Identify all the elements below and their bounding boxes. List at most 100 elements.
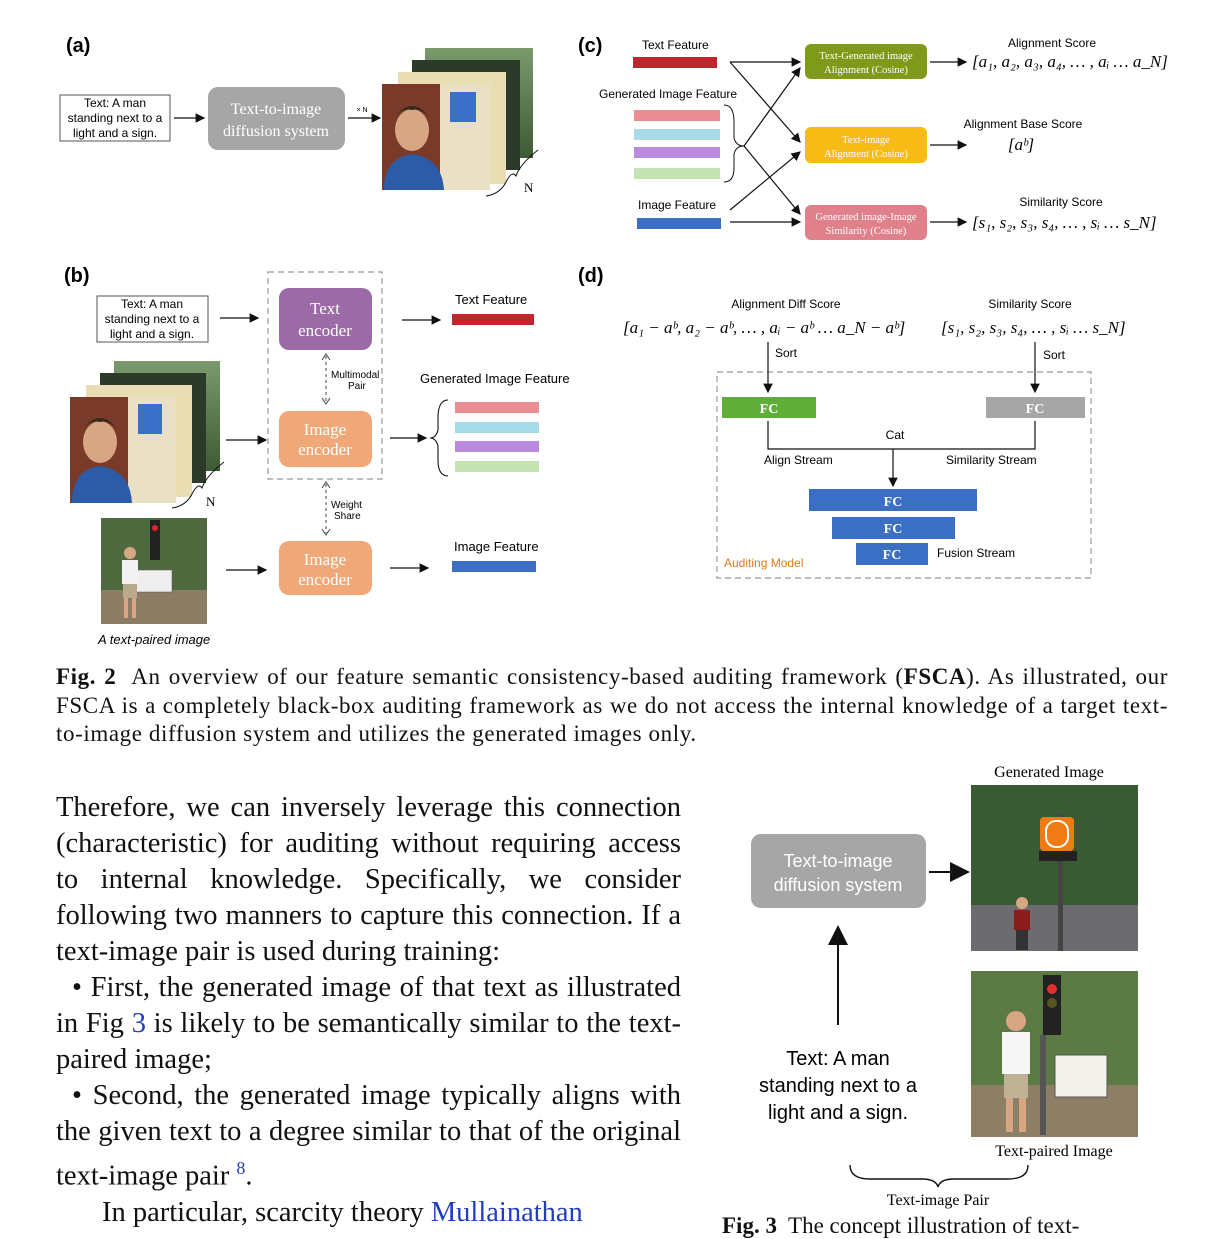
- image-encoder-top-line2: encoder: [298, 440, 352, 459]
- bullet-1-text-a: • First, the generated image of that tex…: [56, 972, 681, 1039]
- fig3-generated-image-label: Generated Image: [994, 764, 1104, 781]
- fig2-caption-text-2: ). As illustrated, our FSCA is a complet…: [56, 664, 1168, 746]
- fig3-ref-link[interactable]: 3: [131, 1008, 146, 1039]
- d-sim-formula: [s₁, s₂, s₃, s₄, … , sᵢ … s_N]: [941, 318, 1126, 337]
- panel-a-system-line1: Text-to-image: [231, 101, 321, 118]
- figure-3: Generated Image Text-to-image diffusion …: [751, 764, 1138, 1209]
- fc-fusion-1-label: FC: [884, 495, 903, 510]
- panel-b-paired-image: [101, 518, 207, 624]
- panel-a-text-line2: standing next to a: [68, 111, 163, 125]
- fig3-text-line3: light and a sign.: [768, 1102, 908, 1124]
- fig3-pair-label: Text-image Pair: [887, 1192, 990, 1209]
- d-sim-title: Similarity Score: [988, 297, 1072, 311]
- figure-2: (a) Text: A man standing next to a light…: [59, 35, 1168, 647]
- fc-fusion-2-label: FC: [884, 522, 903, 537]
- panel-a-text-line1: Text: A man: [84, 96, 146, 110]
- panel-b-text-line3: light and a sign.: [110, 327, 194, 341]
- c-image-feature-label: Image Feature: [638, 198, 716, 212]
- d-fusion-stream: Fusion Stream: [937, 546, 1015, 560]
- b-text-feature-bar: [452, 314, 534, 325]
- bullet-1: • First, the generated image of that tex…: [56, 970, 681, 1078]
- c-generated-image-feature-label: Generated Image Feature: [599, 87, 737, 101]
- fig2-caption-text-1: An overview of our feature semantic cons…: [131, 664, 904, 689]
- c-score3-title: Similarity Score: [1019, 195, 1103, 209]
- panel-b-text-line2: standing next to a: [105, 312, 200, 326]
- fc-fusion-2: [832, 517, 955, 539]
- weight-share-line1: Weight: [331, 500, 362, 511]
- c-box-text-image-alignment: [805, 127, 927, 163]
- panel-d-label: (d): [578, 265, 604, 287]
- d-cat-label: Cat: [886, 428, 905, 442]
- panel-a-text-line3: light and a sign.: [73, 126, 157, 140]
- b-image-feature-bar: [452, 561, 536, 572]
- citation-8-link[interactable]: 8: [236, 1158, 246, 1178]
- fig3-system-box: [751, 834, 926, 908]
- fig2-caption-label: Fig. 2: [56, 664, 117, 689]
- d-diff-title: Alignment Diff Score: [731, 297, 840, 311]
- c-box-image-similarity: [805, 205, 927, 240]
- c-box2-line1: Text-image: [842, 135, 890, 146]
- c-text-feature-label: Text Feature: [642, 38, 709, 52]
- c-score2-formula: [aᵇ]: [1008, 135, 1034, 154]
- fig3-generated-image: [971, 785, 1138, 951]
- bullet-1-text-b: is likely to be semantically similar to …: [56, 1008, 682, 1075]
- paired-image-caption: A text-paired image: [97, 632, 210, 647]
- body-text-column: Therefore, we can inversely leverage thi…: [56, 790, 681, 1231]
- figure-3-caption: Fig. 3 The concept illustration of text-: [722, 1213, 1192, 1239]
- d-auditing-model-label: Auditing Model: [724, 556, 803, 570]
- b-text-feature-label: Text Feature: [455, 292, 527, 307]
- panel-b-n-label: N: [206, 494, 216, 509]
- multimodal-pair-line2: Pair: [348, 381, 366, 392]
- panel-a-n-label: N: [524, 180, 534, 195]
- fig3-system-line1: Text-to-image: [783, 851, 892, 871]
- paragraph-1: Therefore, we can inversely leverage thi…: [56, 792, 681, 967]
- panel-a-generated-images: [382, 48, 533, 190]
- bullet-2: • Second, the generated image typically …: [56, 1078, 681, 1195]
- panel-a-system-box: [208, 87, 345, 150]
- text-encoder-line2: encoder: [298, 321, 352, 340]
- panel-b-text-box: [96, 295, 209, 343]
- fig3-paired-image-label: Text-paired Image: [995, 1143, 1112, 1160]
- b-image-feature-label: Image Feature: [454, 539, 539, 554]
- fig3-caption-text: The concept illustration of text-: [788, 1213, 1080, 1238]
- c-score1-formula: [a₁, a₂, a₃, a₄, … , aᵢ … a_N]: [972, 52, 1168, 71]
- d-sort-left: Sort: [775, 346, 798, 360]
- fc-similarity: [986, 397, 1085, 418]
- c-text-feature-bar: [633, 57, 717, 68]
- fig3-text-line1: Text: A man: [786, 1048, 889, 1070]
- fc-fusion-3: [856, 543, 928, 565]
- panel-b-text-line1: Text: A man: [121, 297, 183, 311]
- image-encoder-box-top: [279, 411, 372, 467]
- c-image-feature-bar: [637, 218, 721, 229]
- c-generated-feature-bars: [634, 110, 720, 179]
- bullet-2-text-b: .: [245, 1160, 253, 1192]
- fig3-text-line2: standing next to a: [759, 1075, 918, 1097]
- c-box2-line2: Alignment (Cosine): [824, 149, 908, 160]
- c-score1-title: Alignment Score: [1008, 36, 1096, 50]
- c-score3-formula: [s₁, s₂, s₃, s₄, … , sᵢ … s_N]: [972, 213, 1157, 232]
- c-box3-line1: Generated image-Image: [815, 212, 916, 223]
- multimodal-pair-line1: Multimodal: [331, 370, 379, 381]
- panel-a-label: (a): [66, 35, 90, 57]
- fig3-system-line2: diffusion system: [774, 875, 903, 895]
- d-sort-right: Sort: [1043, 348, 1066, 362]
- d-align-stream: Align Stream: [764, 453, 833, 467]
- image-encoder-top-line1: Image: [304, 420, 346, 439]
- fc-similarity-label: FC: [1026, 402, 1045, 417]
- text-encoder-box: [279, 288, 372, 350]
- c-score2-title: Alignment Base Score: [964, 117, 1083, 131]
- image-encoder-bottom-line1: Image: [304, 550, 346, 569]
- panel-b-generated-images: [70, 361, 220, 503]
- d-diff-formula: [a₁ − aᵇ, a₂ − aᵇ, … , aᵢ − aᵇ … a_N − a…: [623, 318, 905, 337]
- fig3-paired-image: [971, 971, 1138, 1137]
- fc-fusion-1: [809, 489, 977, 511]
- panel-c-label: (c): [578, 35, 602, 57]
- text-encoder-line1: Text: [310, 299, 340, 318]
- c-box1-line1: Text-Generated image: [819, 51, 913, 62]
- c-box3-line2: Similarity (Cosine): [826, 226, 907, 237]
- image-encoder-bottom-line2: encoder: [298, 570, 352, 589]
- panel-a-xn-label: × N: [356, 107, 367, 114]
- fig3-caption-label: Fig. 3: [722, 1213, 777, 1238]
- b-generated-feature-bars: [455, 402, 539, 472]
- mullainathan-ref-link[interactable]: Mullainathan: [430, 1196, 583, 1228]
